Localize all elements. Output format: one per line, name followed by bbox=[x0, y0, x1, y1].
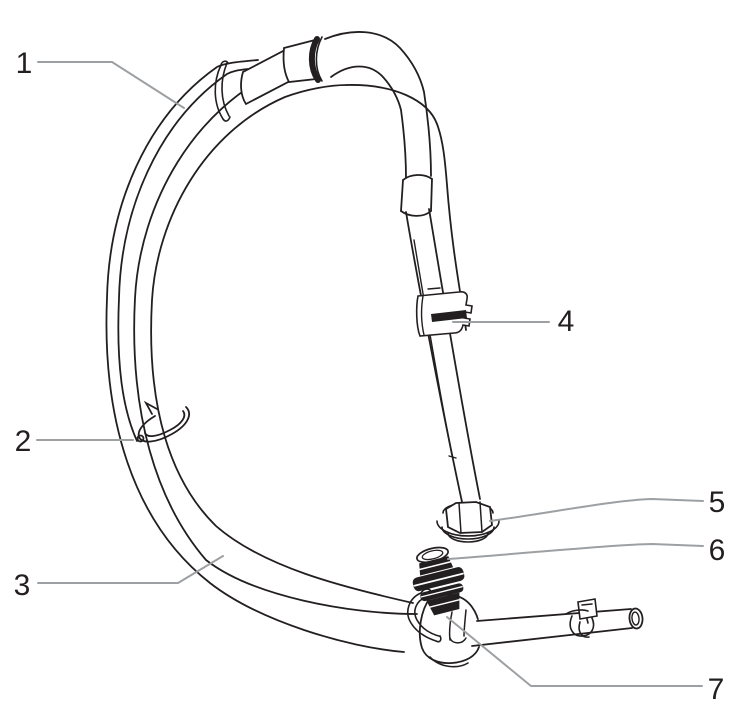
clamp-dark-bar bbox=[431, 310, 467, 322]
valve-stem bbox=[448, 609, 467, 644]
elbow-outer-edge bbox=[324, 31, 432, 177]
return-hose bbox=[105, 59, 405, 653]
leader-line-1 bbox=[37, 61, 185, 109]
fitting-dome bbox=[436, 520, 500, 543]
callout-label-7: 7 bbox=[707, 673, 725, 706]
tube-clamp bbox=[415, 287, 473, 337]
tube-sleeve bbox=[402, 174, 433, 181]
elbow-foot bbox=[429, 656, 469, 668]
suction-hose-inner-edge bbox=[150, 84, 414, 604]
callout-label-3: 3 bbox=[13, 569, 31, 602]
leader-line-6 bbox=[447, 543, 704, 560]
callout-label-5: 5 bbox=[708, 486, 726, 519]
callout-label-4: 4 bbox=[557, 305, 575, 338]
callout-label-6: 6 bbox=[708, 534, 726, 567]
callout-label-2: 2 bbox=[14, 425, 32, 458]
suction-hose bbox=[133, 63, 467, 615]
tube-highlight bbox=[413, 239, 453, 456]
leader-line-3 bbox=[37, 555, 224, 584]
return-tube-fitting bbox=[436, 501, 500, 543]
inlet-valve bbox=[412, 546, 465, 616]
tube-left-edge bbox=[405, 211, 463, 503]
leader-lines bbox=[36, 61, 704, 687]
suction-hose-outer-edge bbox=[133, 63, 418, 615]
tube-bottom-edge bbox=[471, 627, 633, 647]
return-hose-outer-edge bbox=[105, 59, 405, 653]
callout-label-1: 1 bbox=[15, 47, 33, 80]
return-tube bbox=[324, 31, 481, 503]
hose-fitting bbox=[240, 36, 323, 106]
return-hose-inner-edge bbox=[117, 68, 249, 442]
tube-top-edge bbox=[476, 608, 632, 622]
hose-clip-top bbox=[214, 60, 231, 122]
retaining-ring bbox=[136, 400, 190, 443]
tube-right-edge bbox=[428, 208, 481, 500]
leader-line-7 bbox=[446, 616, 703, 687]
suction-tube-assembly bbox=[407, 588, 644, 668]
leader-line-5 bbox=[489, 498, 704, 522]
fitting-ring-dark bbox=[308, 36, 321, 83]
elbow-inner-edge bbox=[330, 65, 407, 179]
fitting-ring-outline bbox=[315, 36, 323, 82]
hex-nut bbox=[445, 501, 493, 534]
suction-hose-top-crossing bbox=[346, 84, 467, 331]
tube-clip bbox=[565, 598, 598, 638]
